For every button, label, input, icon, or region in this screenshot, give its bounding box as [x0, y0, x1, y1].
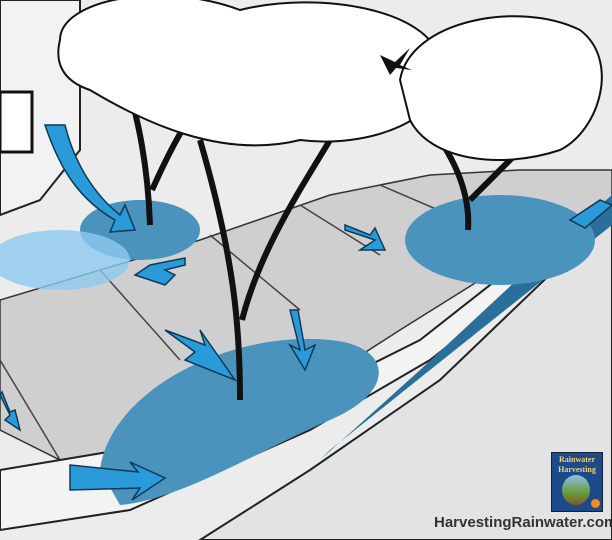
runoff-arrows — [0, 124, 612, 501]
street — [198, 213, 612, 540]
bird — [380, 48, 412, 75]
book-title-line1: Rainwater — [559, 455, 595, 464]
window — [0, 90, 34, 154]
basin-center — [100, 338, 379, 505]
basin-left-water — [0, 230, 130, 290]
sun-icon — [591, 499, 600, 508]
basin-right — [405, 195, 595, 285]
book-title-line2: Harvesting — [558, 465, 596, 474]
book-cover[interactable]: Rainwater Harvesting — [551, 452, 603, 512]
tree-canopies — [57, 0, 603, 161]
book-drop-image — [562, 475, 590, 505]
website-url[interactable]: HarvestingRainwater.com — [434, 514, 612, 531]
